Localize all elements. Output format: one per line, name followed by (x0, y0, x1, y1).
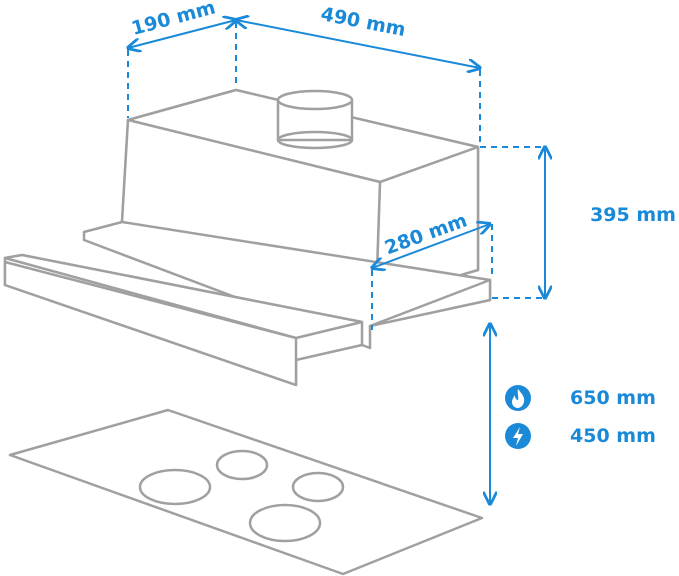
burner (291, 471, 345, 503)
gas-flame-icon (505, 385, 531, 411)
cooktop (8, 408, 484, 576)
width-arrow (236, 20, 480, 68)
depth-label: 190 mm (129, 0, 218, 40)
range-hood (3, 88, 492, 387)
width-label: 490 mm (319, 3, 407, 41)
burner (248, 503, 322, 543)
inner-depth-arrow (372, 224, 490, 268)
electric-bolt-icon (505, 423, 531, 449)
electric-clearance-label: 450 mm (570, 425, 656, 447)
dimension-lines (128, 20, 545, 504)
burner (215, 449, 269, 481)
depth-arrow (128, 20, 236, 48)
gas-clearance-label: 650 mm (570, 387, 656, 409)
burner (138, 468, 212, 506)
height-label: 395 mm (590, 204, 676, 226)
